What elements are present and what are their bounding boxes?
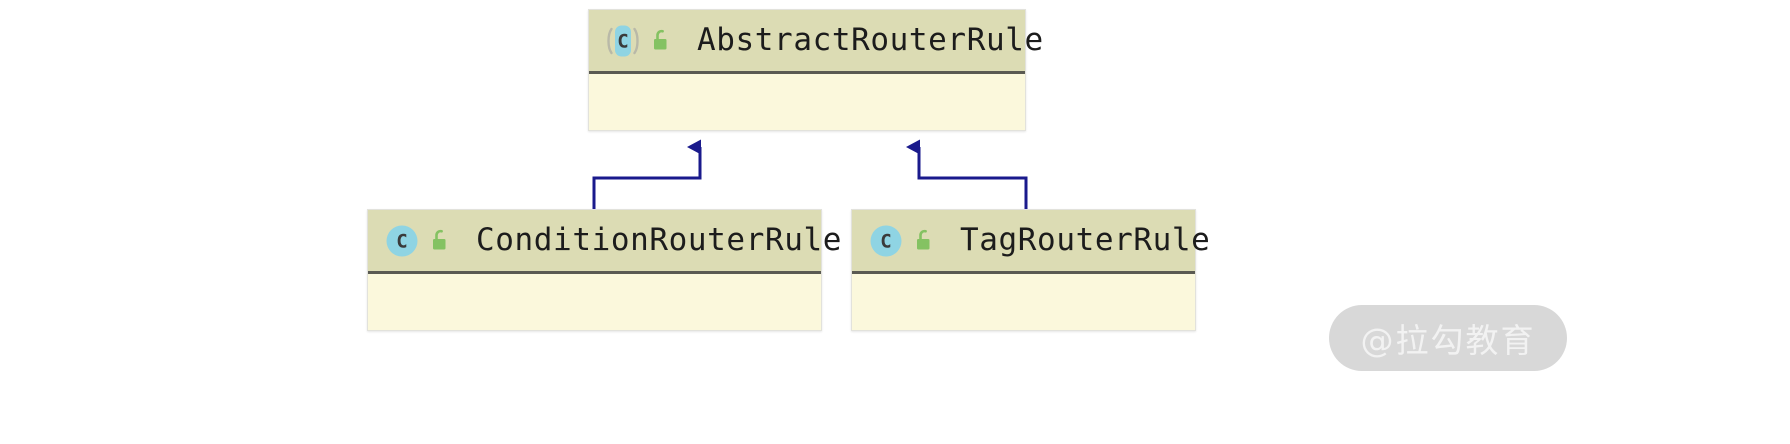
- class-icon: C: [382, 221, 422, 261]
- uml-class-tag-router-rule[interactable]: C TagRouterRule: [851, 209, 1210, 331]
- svg-text:C: C: [880, 230, 891, 252]
- watermark: @拉勾教育: [1329, 305, 1567, 371]
- uml-class-members-panel: [368, 274, 821, 329]
- uml-class-name: ConditionRouterRule: [476, 222, 843, 258]
- watermark-text: @拉勾教育: [1360, 321, 1536, 360]
- uml-class-members-panel: [589, 74, 1025, 129]
- uml-class-header: C ConditionRouterRule: [368, 210, 841, 274]
- unlocked-public-icon: [649, 28, 673, 54]
- uml-class-abstract-router-rule[interactable]: C AbstractRouterRule: [588, 9, 1043, 131]
- abstract-class-icon: C: [603, 21, 643, 61]
- svg-text:C: C: [617, 30, 628, 52]
- uml-class-header: C AbstractRouterRule: [589, 10, 1043, 74]
- unlocked-public-icon: [912, 228, 936, 254]
- svg-text:C: C: [396, 230, 407, 252]
- uml-class-name: TagRouterRule: [960, 222, 1211, 258]
- class-icon: C: [866, 221, 906, 261]
- connector-condition-to-abstract: [592, 139, 702, 209]
- uml-class-members-panel: [852, 274, 1195, 329]
- unlocked-public-icon: [428, 228, 452, 254]
- uml-class-condition-router-rule[interactable]: C ConditionRouterRule: [367, 209, 841, 331]
- connector-tag-to-abstract: [906, 139, 1028, 209]
- uml-class-name: AbstractRouterRule: [697, 22, 1044, 58]
- uml-class-header: C TagRouterRule: [852, 210, 1210, 274]
